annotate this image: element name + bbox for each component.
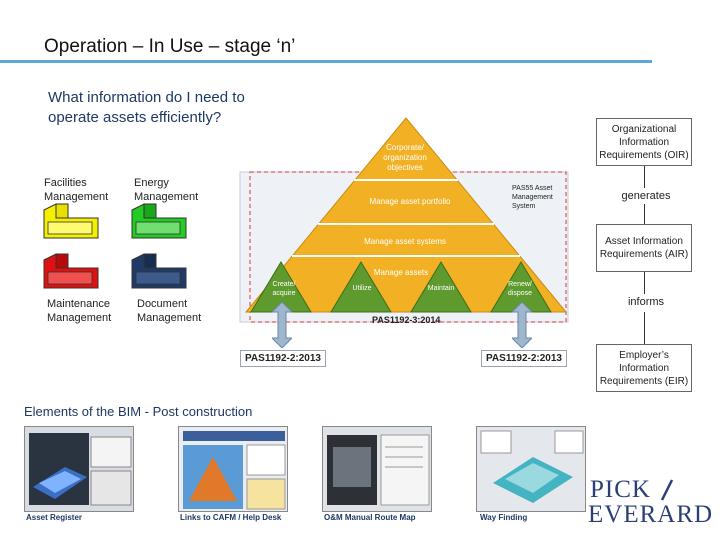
logo-pick: PICK	[590, 476, 651, 503]
pyramid-level4-label: Manage assets	[373, 268, 429, 277]
pyramid-level2-label: Manage asset portfolio	[369, 197, 451, 206]
phase-renew-label: Renew/ dispose	[507, 281, 533, 297]
maintenance-block-icon	[43, 253, 99, 289]
air-box: Asset Information Requirements (AIR)	[596, 224, 692, 272]
way-finding-thumbnail[interactable]	[476, 426, 586, 512]
tile-label-maintenance: Maintenance Management	[47, 298, 112, 324]
asset-management-pyramid	[239, 117, 569, 323]
pyramid-top-label: Corporate/ organization objectives	[383, 143, 427, 172]
om-manual-thumbnail[interactable]	[322, 426, 432, 512]
pas1192-3-label: PAS1192-3:2014	[372, 315, 441, 325]
document-block-icon	[131, 253, 187, 289]
tile-label-energy: Energy Management	[134, 177, 199, 203]
slide-title: Operation – In Use – stage ‘n’	[44, 36, 296, 57]
om-manual-screenshot	[323, 427, 431, 511]
generates-label: generates	[621, 190, 671, 202]
connector-line	[644, 166, 645, 188]
tile-label-document: Document Management	[137, 298, 202, 324]
pas1192-2-right-tag: PAS1192-2:2013	[481, 350, 567, 367]
asset-register-screenshot	[25, 427, 133, 511]
energy-block-icon	[131, 203, 187, 239]
phase-maintain-label: Maintain	[427, 285, 455, 292]
pas1192-2-left-tag: PAS1192-2:2013	[240, 350, 326, 367]
question-text: What information do I need to operate as…	[48, 89, 245, 126]
connector-line	[644, 204, 645, 224]
om-manual-caption: O&M Manual Route Map	[324, 513, 416, 522]
asset-register-thumbnail[interactable]	[24, 426, 134, 512]
cafm-caption: Links to CAFM / Help Desk	[180, 513, 282, 522]
pyramid-level3-label: Manage asset systems	[364, 237, 446, 246]
way-finding-caption: Way Finding	[480, 513, 528, 522]
eir-box: Employer’s Information Requirements (EIR…	[596, 344, 692, 392]
asset-register-caption: Asset Register	[26, 513, 83, 522]
bim-heading: Elements of the BIM - Post construction	[24, 404, 253, 419]
left-double-arrow-icon	[272, 302, 292, 348]
phase-utilize-label: Utilize	[352, 285, 372, 292]
oir-box: Organizational Information Requirements …	[596, 118, 692, 166]
phase-create-label: Create/ acquire	[272, 281, 296, 297]
title-underline	[0, 60, 652, 63]
cafm-screenshot	[179, 427, 287, 511]
connector-line	[644, 312, 645, 344]
way-finding-screenshot	[477, 427, 585, 511]
connector-line	[644, 272, 645, 294]
oir-text: Organizational Information Requirements …	[599, 123, 689, 161]
informs-label: informs	[627, 296, 665, 308]
right-double-arrow-icon	[512, 302, 532, 348]
air-text: Asset Information Requirements (AIR)	[599, 236, 689, 260]
tile-label-facilities: Facilities Management	[44, 177, 109, 203]
eir-text: Employer’s Information Requirements (EIR…	[599, 349, 689, 387]
logo-slash-icon	[660, 479, 674, 501]
facilities-block-shape	[43, 203, 99, 239]
facilities-block-icon	[43, 203, 99, 239]
logo-everard: EVERARD	[588, 501, 714, 528]
pas55-label: PAS55 Asset Management System	[512, 185, 553, 210]
cafm-thumbnail[interactable]	[178, 426, 288, 512]
